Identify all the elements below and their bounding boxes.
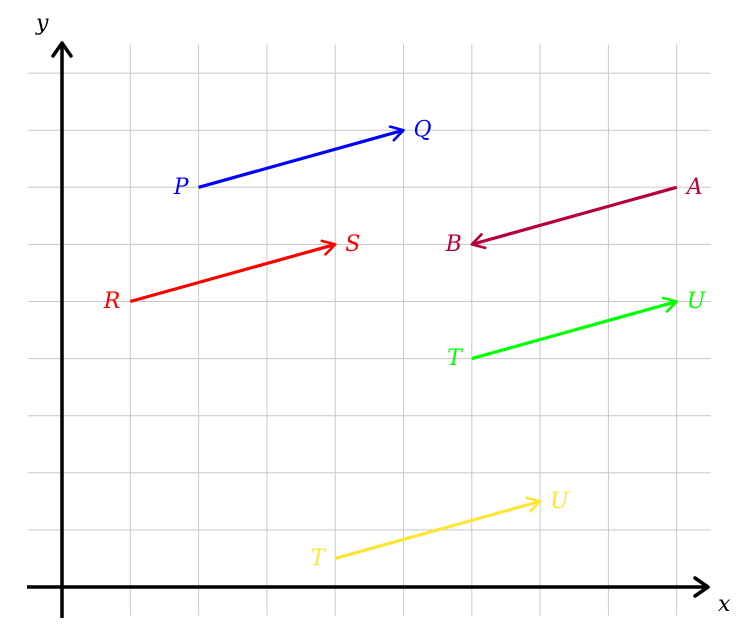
x-axis-arrowhead <box>693 576 710 598</box>
point-label-P: P <box>173 175 190 200</box>
vector-ab: AB <box>445 175 703 257</box>
grid <box>27 44 711 616</box>
point-label-Q: Q <box>414 118 432 143</box>
y-axis-arrowhead <box>51 41 73 58</box>
y-axis-label: y <box>35 11 49 36</box>
vector-line <box>334 500 539 560</box>
vector-tu-yellow: TU <box>311 489 571 571</box>
vector-arrowhead <box>661 296 679 313</box>
vector-arrowhead <box>525 496 542 513</box>
x-axis-label: x <box>718 592 731 617</box>
point-label-S: S <box>345 232 360 257</box>
point-label-R: R <box>103 289 121 314</box>
point-label-U: U <box>687 289 707 314</box>
vector-arrowhead <box>470 233 487 250</box>
point-label-T: T <box>311 546 328 571</box>
axes: x y <box>27 11 731 618</box>
vector-rs: RS <box>103 232 361 314</box>
vector-line <box>471 300 676 361</box>
vector-line <box>473 185 678 246</box>
vector-arrowhead <box>320 239 337 256</box>
vector-line <box>129 243 334 304</box>
point-label-B: B <box>445 232 462 257</box>
vector-line <box>198 129 403 189</box>
point-label-T: T <box>447 346 464 371</box>
vector-tu-green: TU <box>447 289 707 371</box>
vector-arrowhead <box>388 125 405 142</box>
point-label-A: A <box>685 175 703 200</box>
vector-pq: PQ <box>173 118 432 200</box>
point-label-U: U <box>550 489 570 514</box>
